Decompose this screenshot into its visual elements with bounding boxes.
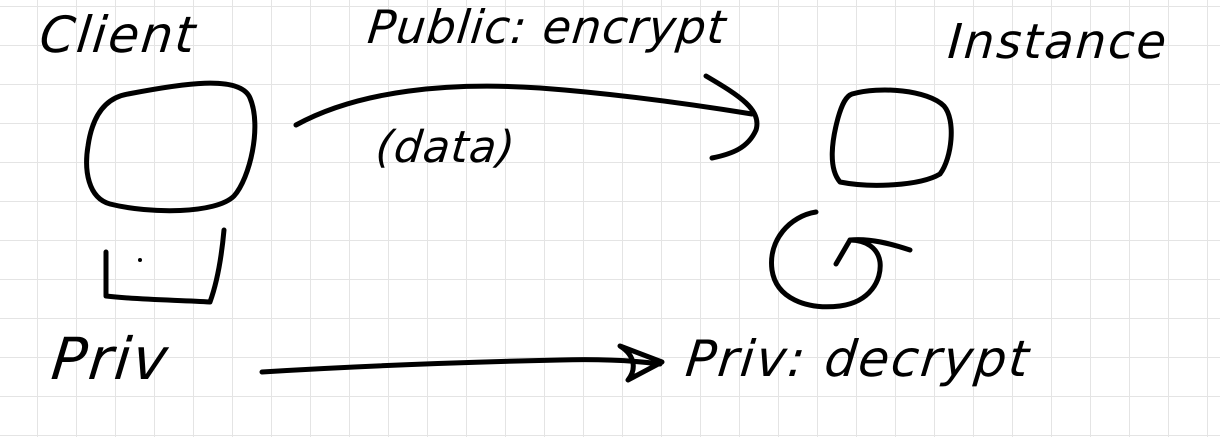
client-private-key-box xyxy=(103,227,227,305)
instance-private-key-arrowhead xyxy=(847,237,913,253)
public-encrypt-label: Public: encrypt xyxy=(365,0,730,54)
decrypt-arrowhead xyxy=(617,343,665,383)
instance-label: Instance xyxy=(946,14,1171,70)
client-node xyxy=(84,80,258,214)
encrypt-arrowhead xyxy=(703,73,760,161)
instance-node xyxy=(829,87,954,188)
encrypt-arrow xyxy=(293,83,755,128)
priv-label: Priv xyxy=(48,325,173,393)
instance-private-key-cycle xyxy=(769,209,883,310)
data-label: (data) xyxy=(373,122,519,173)
decrypt-arrow xyxy=(259,357,663,375)
client-private-key-dot xyxy=(138,258,142,262)
client-label: Client xyxy=(36,6,200,64)
priv-decrypt-label: Priv: decrypt xyxy=(682,330,1034,388)
